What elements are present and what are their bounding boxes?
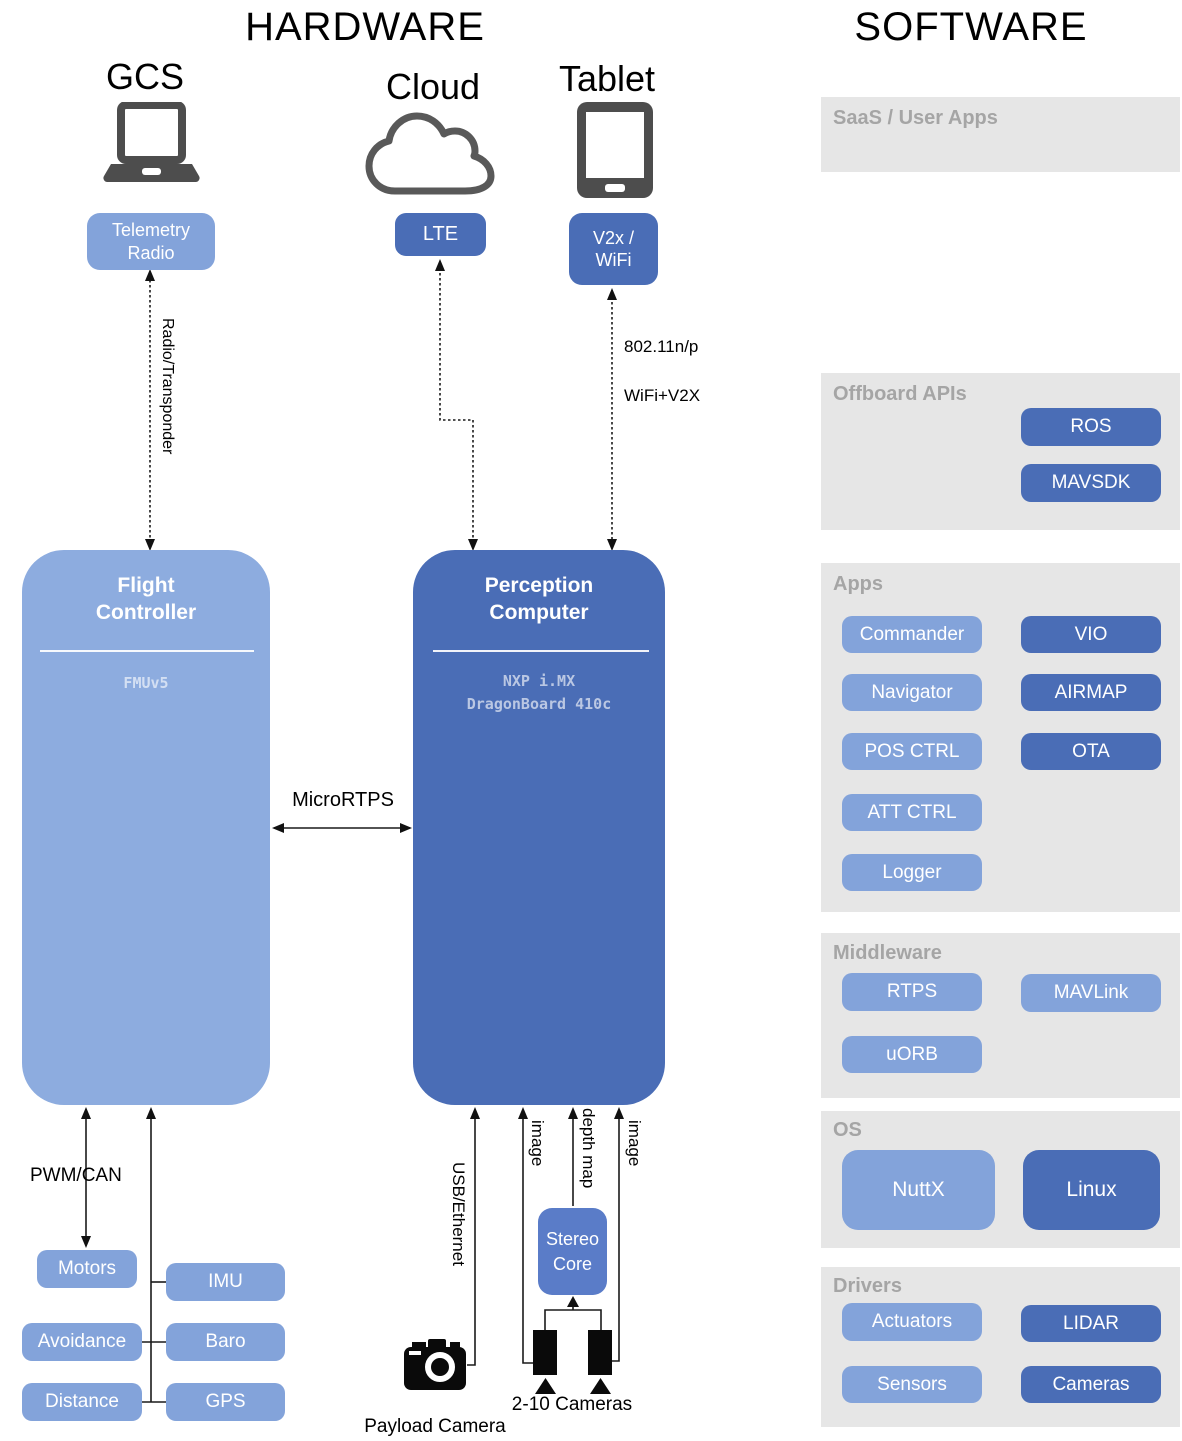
section-middleware-label: Middleware (833, 942, 942, 964)
att-ctrl-box: ATT CTRL (842, 794, 982, 831)
lidar-box: LIDAR (1021, 1305, 1161, 1342)
gps-box: GPS (166, 1383, 285, 1421)
micrortps-label: MicroRTPS (292, 789, 394, 811)
cameras-count-label: 2-10 Cameras (511, 1394, 633, 1415)
section-middleware: Middleware RTPS uORB MAVLink (821, 933, 1180, 1098)
ros-box: ROS (1021, 408, 1161, 446)
airmap-box: AIRMAP (1021, 674, 1161, 711)
stereo-bracket (544, 1309, 602, 1330)
uorb-box: uORB (842, 1036, 982, 1073)
gcs-label: GCS (105, 56, 184, 97)
pos-ctrl-box: POS CTRL (842, 733, 982, 770)
v2x-wifi-box: V2x / WiFi (569, 213, 658, 285)
rtps-box: RTPS (842, 973, 982, 1011)
nuttx-box: NuttX (842, 1150, 995, 1230)
actuators-box: Actuators (842, 1303, 982, 1341)
mavsdk-box: MAVSDK (1021, 464, 1161, 502)
linux-box: Linux (1023, 1150, 1160, 1230)
tablet-icon (575, 100, 655, 200)
motors-box: Motors (37, 1250, 137, 1288)
cameras-box: Cameras (1021, 1366, 1161, 1403)
sensors-box: Sensors (842, 1366, 982, 1403)
mavlink-box: MAVLink (1021, 974, 1161, 1012)
telemetry-radio-box: Telemetry Radio (87, 213, 215, 270)
arrowheads (81, 259, 624, 1307)
section-os: OS NuttX Linux (821, 1111, 1180, 1248)
avoidance-box: Avoidance (22, 1323, 142, 1361)
cloud-label: Cloud (385, 66, 481, 107)
stereo-camera-right-icon (588, 1330, 612, 1394)
flight-controller-box: Flight Controller FMUv5 (22, 550, 270, 1105)
baro-box: Baro (166, 1323, 285, 1361)
depth-map-label: depth map (579, 1108, 598, 1189)
section-offboard-apis-label: Offboard APIs (833, 383, 967, 405)
label-80211np: 802.11n/p (624, 337, 699, 356)
perception-computer-title: Perception Computer (484, 574, 594, 625)
navigator-box: Navigator (842, 674, 982, 711)
section-apps-label: Apps (833, 573, 883, 595)
stereo-core-box: Stereo Core (538, 1208, 607, 1295)
usb-ethernet-label: USB/Ethernet (449, 1162, 468, 1266)
pwm-can-label: PWM/CAN (30, 1165, 122, 1186)
perception-computer-divider (433, 650, 649, 652)
stereo-camera-left-icon (533, 1330, 557, 1394)
flight-controller-title: Flight Controller (95, 574, 197, 625)
radio-transponder-label: Radio/Transponder (159, 318, 176, 455)
section-offboard-apis: Offboard APIs ROS MAVSDK (821, 373, 1180, 530)
distance-box: Distance (22, 1383, 142, 1421)
flight-controller-divider (40, 650, 254, 652)
laptop-icon (103, 102, 200, 188)
flight-controller-subtitle: FMUv5 (123, 674, 169, 692)
lte-box: LTE (395, 213, 486, 256)
image-left-label: image (528, 1120, 547, 1167)
usb-ethernet-line (467, 1110, 476, 1366)
hardware-title: HARDWARE (245, 5, 485, 49)
cloud-icon (364, 110, 496, 198)
perception-computer-box: Perception Computer NXP i.MX DragonBoard… (413, 550, 665, 1105)
section-saas-label: SaaS / User Apps (833, 107, 998, 129)
section-os-label: OS (833, 1119, 862, 1141)
payload-camera-label: Payload Camera (364, 1416, 506, 1437)
image-right-line (611, 1110, 620, 1362)
ota-box: OTA (1021, 733, 1161, 770)
perception-computer-subtitle: NXP i.MX DragonBoard 410c (466, 672, 612, 714)
vio-box: VIO (1021, 616, 1161, 653)
section-apps: Apps Commander Navigator POS CTRL ATT CT… (821, 563, 1180, 912)
section-drivers-label: Drivers (833, 1275, 902, 1297)
section-saas: SaaS / User Apps (821, 97, 1180, 172)
section-drivers: Drivers Actuators Sensors LIDAR Cameras (821, 1267, 1180, 1427)
commander-box: Commander (842, 616, 982, 653)
lte-link-line (439, 263, 474, 546)
image-left-line (522, 1110, 533, 1364)
label-wifi-v2x: WiFi+V2X (624, 386, 701, 405)
imu-box: IMU (166, 1263, 285, 1301)
image-right-label: image (625, 1120, 644, 1167)
tablet-label: Tablet (558, 58, 656, 99)
payload-camera-icon (402, 1338, 468, 1392)
software-title: SOFTWARE (854, 5, 1088, 49)
logger-box: Logger (842, 854, 982, 891)
